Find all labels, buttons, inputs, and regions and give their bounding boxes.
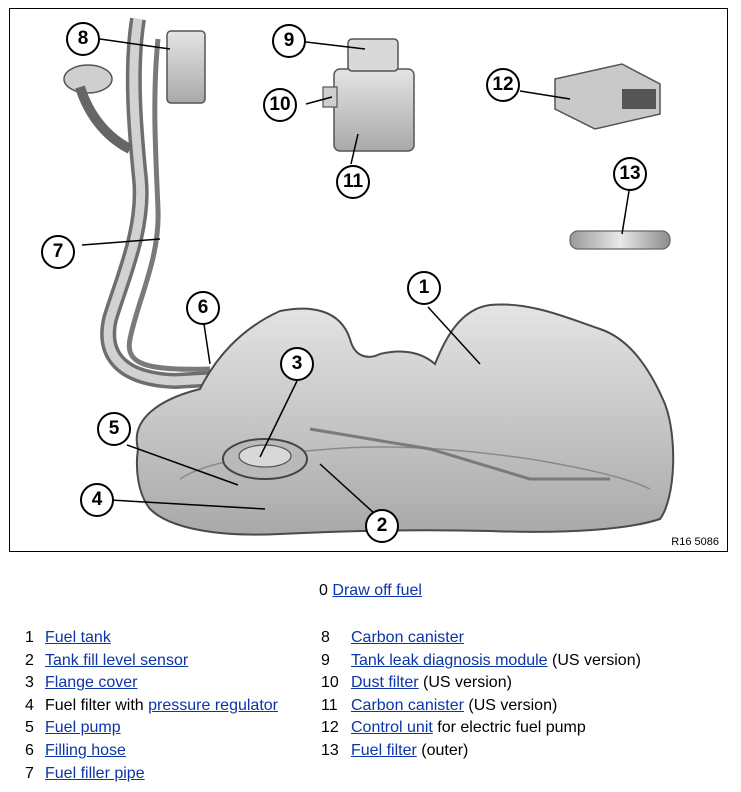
legend-item-6: 6 Filling hose [25,740,278,763]
control-unit-link[interactable]: Control unit [351,719,433,737]
legend-number: 8 [321,629,330,646]
legend-number: 4 [25,696,34,714]
tank-inner-line-shape [309,427,610,481]
callout-4: 4 [80,483,114,517]
flange-cover-link[interactable]: Flange cover [45,674,138,692]
callout-8: 8 [66,22,100,56]
legend-text: (outer) [416,741,469,759]
tank-fill-level-sensor-link[interactable]: Tank fill level sensor [45,651,189,669]
callout-1: 1 [407,271,441,305]
callout-9: 9 [272,24,306,58]
flange-inner-shape [238,444,292,468]
legend-number: 13 [321,741,339,759]
legend-item-12: 12 Control unit for electric fuel pump [321,717,641,740]
tank-leak-diagnosis-module-link[interactable]: Tank leak diagnosis module [351,651,548,669]
callout-12: 12 [486,68,520,102]
callout-11: 11 [336,165,370,199]
figure-reference: R16 5086 [671,536,719,548]
legend-number: 6 [25,741,34,759]
us-canister-shape [333,68,415,152]
legend-number: 11 [321,696,338,714]
callout-5: 5 [97,412,131,446]
legend-item-4: 4 Fuel filter with pressure regulator [25,695,278,718]
legend-text: for electric fuel pump [432,719,586,737]
fuel-system-illustration [63,17,675,536]
legend-number: 1 [25,629,34,646]
legend-text: (US version) [418,674,512,692]
carbon-canister-shape [166,30,206,104]
legend-item-5: 5 Fuel pump [25,717,278,740]
legend-number: 12 [321,719,339,737]
fuel-filler-pipe-link[interactable]: Fuel filler pipe [45,764,145,782]
dust-filter-link[interactable]: Dust filter [351,674,419,692]
legend-text: (US version) [463,696,558,714]
pressure-regulator-link[interactable]: pressure regulator [148,696,278,714]
outer-fuel-filter-shape [569,230,671,250]
fuel-tank-link[interactable]: Fuel tank [45,629,111,646]
callout-7: 7 [41,235,75,269]
fuel-pump-link[interactable]: Fuel pump [45,719,121,737]
carbon-canister-us-link[interactable]: Carbon canister [351,696,464,714]
leader-lines [81,38,630,515]
draw-off-fuel-link[interactable]: Draw off fuel [332,582,422,599]
control-unit-connector-shape [622,89,656,109]
callout-10: 10 [263,88,297,122]
legend-item-8: 8 Carbon canister [321,627,641,650]
legend-item-9: 9 Tank leak diagnosis module (US version) [321,650,641,673]
legend-item-2: 2 Tank fill level sensor [25,650,278,673]
callout-3: 3 [280,347,314,381]
legend-item-13: 13 Fuel filter (outer) [321,740,641,763]
carbon-canister-link[interactable]: Carbon canister [351,629,464,646]
legend-text: Fuel filter with [45,696,149,714]
legend-text: (US version) [547,651,641,669]
heading-number: 0 [319,582,328,599]
legend-number: 10 [321,674,339,692]
filler-neck-shape [63,64,113,94]
callout-13: 13 [613,157,647,191]
parts-diagram: 8 9 10 11 12 13 7 6 1 3 5 4 2 R16 5086 [9,8,728,552]
legend-number: 2 [25,651,34,669]
filling-hose-link[interactable]: Filling hose [45,741,126,759]
leak-module-shape [347,38,399,72]
heading: 0 Draw off fuel [0,582,741,600]
control-unit-shape [554,63,661,130]
legend-item-3: 3 Flange cover [25,672,278,695]
fuel-filter-outer-link[interactable]: Fuel filter [351,741,417,759]
breather-pipe-shape [126,38,211,372]
legend-number: 9 [321,651,330,669]
legend-number: 7 [25,764,34,782]
filler-neck-pipe-shape [75,85,133,154]
legend-item-10: 10 Dust filter (US version) [321,672,641,695]
legend-item-7: 7 Fuel filler pipe [25,763,278,786]
filler-pipe-highlight [103,18,211,386]
legend-item-1: 1 Fuel tank [25,627,278,650]
callout-6: 6 [186,291,220,325]
fuel-tank-shape [135,303,675,536]
legend-number: 3 [25,674,34,692]
legend-number: 5 [25,719,34,737]
callout-2: 2 [365,509,399,543]
legend-item-11: 11 Carbon canister (US version) [321,695,641,718]
legend-left-column: 1 Fuel tank 2 Tank fill level sensor 3 Flan… [25,627,278,785]
